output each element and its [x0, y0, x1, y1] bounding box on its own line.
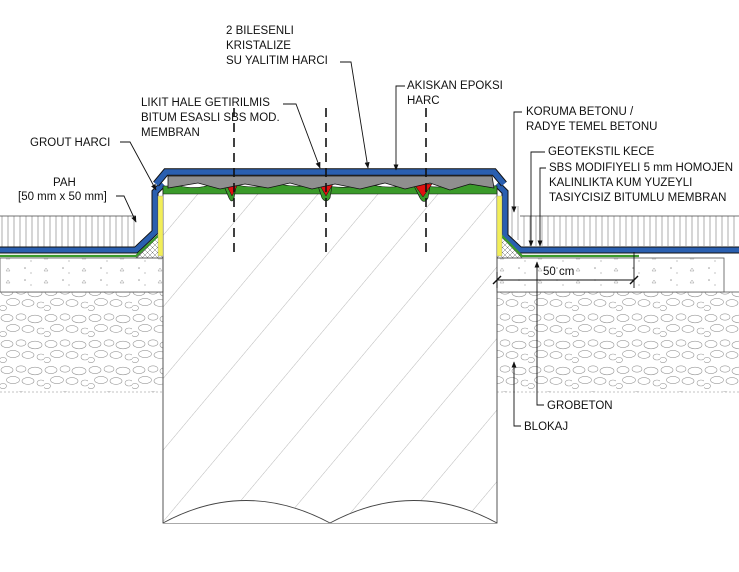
label-dimension: 50 cm	[543, 266, 574, 278]
crystal-line-1: 2 BILESENLI	[226, 25, 294, 37]
label-blockage: BLOKAJ	[524, 421, 568, 433]
rebar-dashed-lines	[233, 108, 427, 258]
sbs-line-1: SBS MODIFIYELI 5 mm HOMOJEN	[549, 162, 733, 174]
sbs-membrane-horizontal	[0, 181, 739, 258]
epoxy-line-1: AKISKAN EPOKSI	[407, 80, 503, 92]
chamfer-line-1: PAH	[53, 177, 76, 189]
crystal-line-3: SU YALITIM HARCI	[226, 55, 328, 67]
label-liquid-membrane: LIKIT HALE GETIRILMIS BITUM ESASLI SBS M…	[141, 97, 280, 139]
leader-lines	[116, 61, 546, 427]
label-epoxy-mortar: AKISKAN EPOKSI HARC	[407, 80, 503, 107]
crystal-line-2: KRISTALIZE	[226, 40, 291, 52]
chamfer-line-2: [50 mm x 50 mm]	[18, 191, 107, 203]
liquid-line-1: LIKIT HALE GETIRILMIS	[141, 97, 270, 109]
label-lean-concrete: GROBETON	[547, 400, 613, 412]
sbs-line-3: TASIYCISIZ BITUMLU MEMBRAN	[549, 192, 726, 204]
label-geotextile: GEOTEKSTIL KECE	[548, 146, 655, 158]
label-protection-concrete: KORUMA BETONU / RADYE TEMEL BETONU	[526, 106, 657, 133]
liquid-line-2: BITUM ESASLI SBS MOD.	[141, 112, 280, 124]
pile	[162, 187, 498, 572]
pile-head-layers	[153, 168, 507, 202]
liquid-line-3: MEMBRAN	[141, 127, 200, 139]
protection-line-2: RADYE TEMEL BETONU	[526, 121, 657, 133]
label-crystalline-mortar: 2 BILESENLI KRISTALIZE SU YALITIM HARCI	[226, 25, 328, 67]
protection-line-1: KORUMA BETONU /	[526, 106, 634, 118]
label-sbs-membrane: SBS MODIFIYELI 5 mm HOMOJEN KALINLIKTA K…	[549, 162, 733, 204]
epoxy-line-2: HARC	[407, 95, 440, 107]
sbs-line-2: KALINLIKTA KUM YUZEYLI	[549, 177, 692, 189]
label-chamfer: PAH [50 mm x 50 mm]	[18, 177, 107, 203]
protection-concrete	[0, 206, 739, 248]
label-grout: GROUT HARCI	[30, 137, 110, 149]
dimension-50cm	[492, 252, 639, 288]
